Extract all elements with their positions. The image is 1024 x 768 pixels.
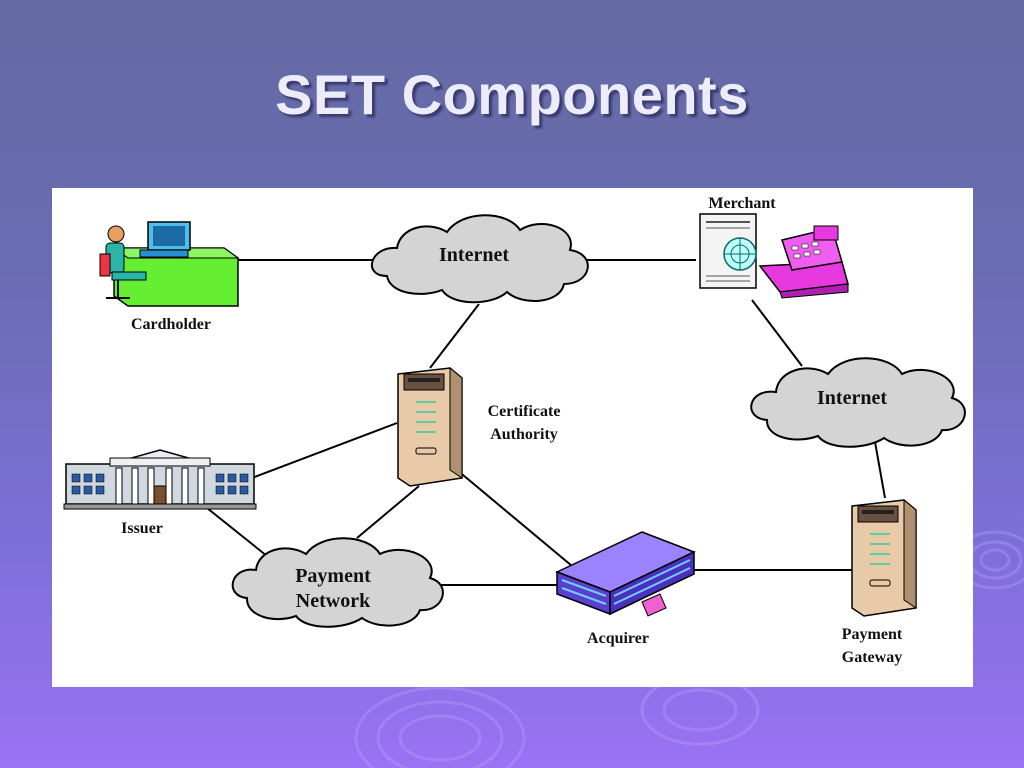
ca-label-line2: Authority [490,426,558,443]
cardholder-label: Cardholder [131,316,211,333]
gateway-label-line1: Payment [842,626,903,643]
link-internet-gateway [874,441,886,499]
payment-network-label-line2: Network [296,590,371,612]
set-components-diagram: Cardholder Internet Merchant [52,188,973,687]
server-tower-icon [851,498,917,617]
acquirer-node: Acquirer [555,531,696,647]
office-building-icon [555,531,696,617]
gateway-label-line2: Gateway [842,649,902,666]
ca-label-line1: Certificate [488,403,561,420]
diagram-canvas: Cardholder Internet Merchant [63,195,966,666]
internet-cloud-right: Internet [750,357,966,448]
certificate-authority-node: Certificate Authority [397,366,561,487]
acquirer-label: Acquirer [587,630,649,647]
cardholder-node: Cardholder [99,221,240,333]
payment-gateway-node: Payment Gateway [842,498,917,666]
desktop-user-icon [99,221,240,307]
internet-top-label: Internet [439,244,509,266]
server-tower-icon [397,366,463,487]
payment-network-label-line1: Payment [295,565,371,587]
internet-cloud-top: Internet [370,214,589,304]
slide-title: SET Components [275,63,749,126]
link-issuer-paynet [206,507,268,557]
link-ca-paynet [356,485,420,539]
payment-network-cloud: Payment Network [231,537,444,628]
internet-right-label: Internet [817,387,887,409]
merchant-label: Merchant [708,195,776,212]
link-merchant-internet [751,299,803,367]
connections [206,259,886,586]
link-ca-acquirer [456,469,573,567]
document-icon [699,213,757,289]
bank-building-icon [63,449,257,510]
cash-register-icon [758,225,849,299]
issuer-node: Issuer [63,449,257,537]
merchant-node: Merchant [699,195,849,299]
issuer-label: Issuer [121,520,163,537]
link-issuer-ca [251,422,398,479]
link-internet-ca [429,303,480,369]
